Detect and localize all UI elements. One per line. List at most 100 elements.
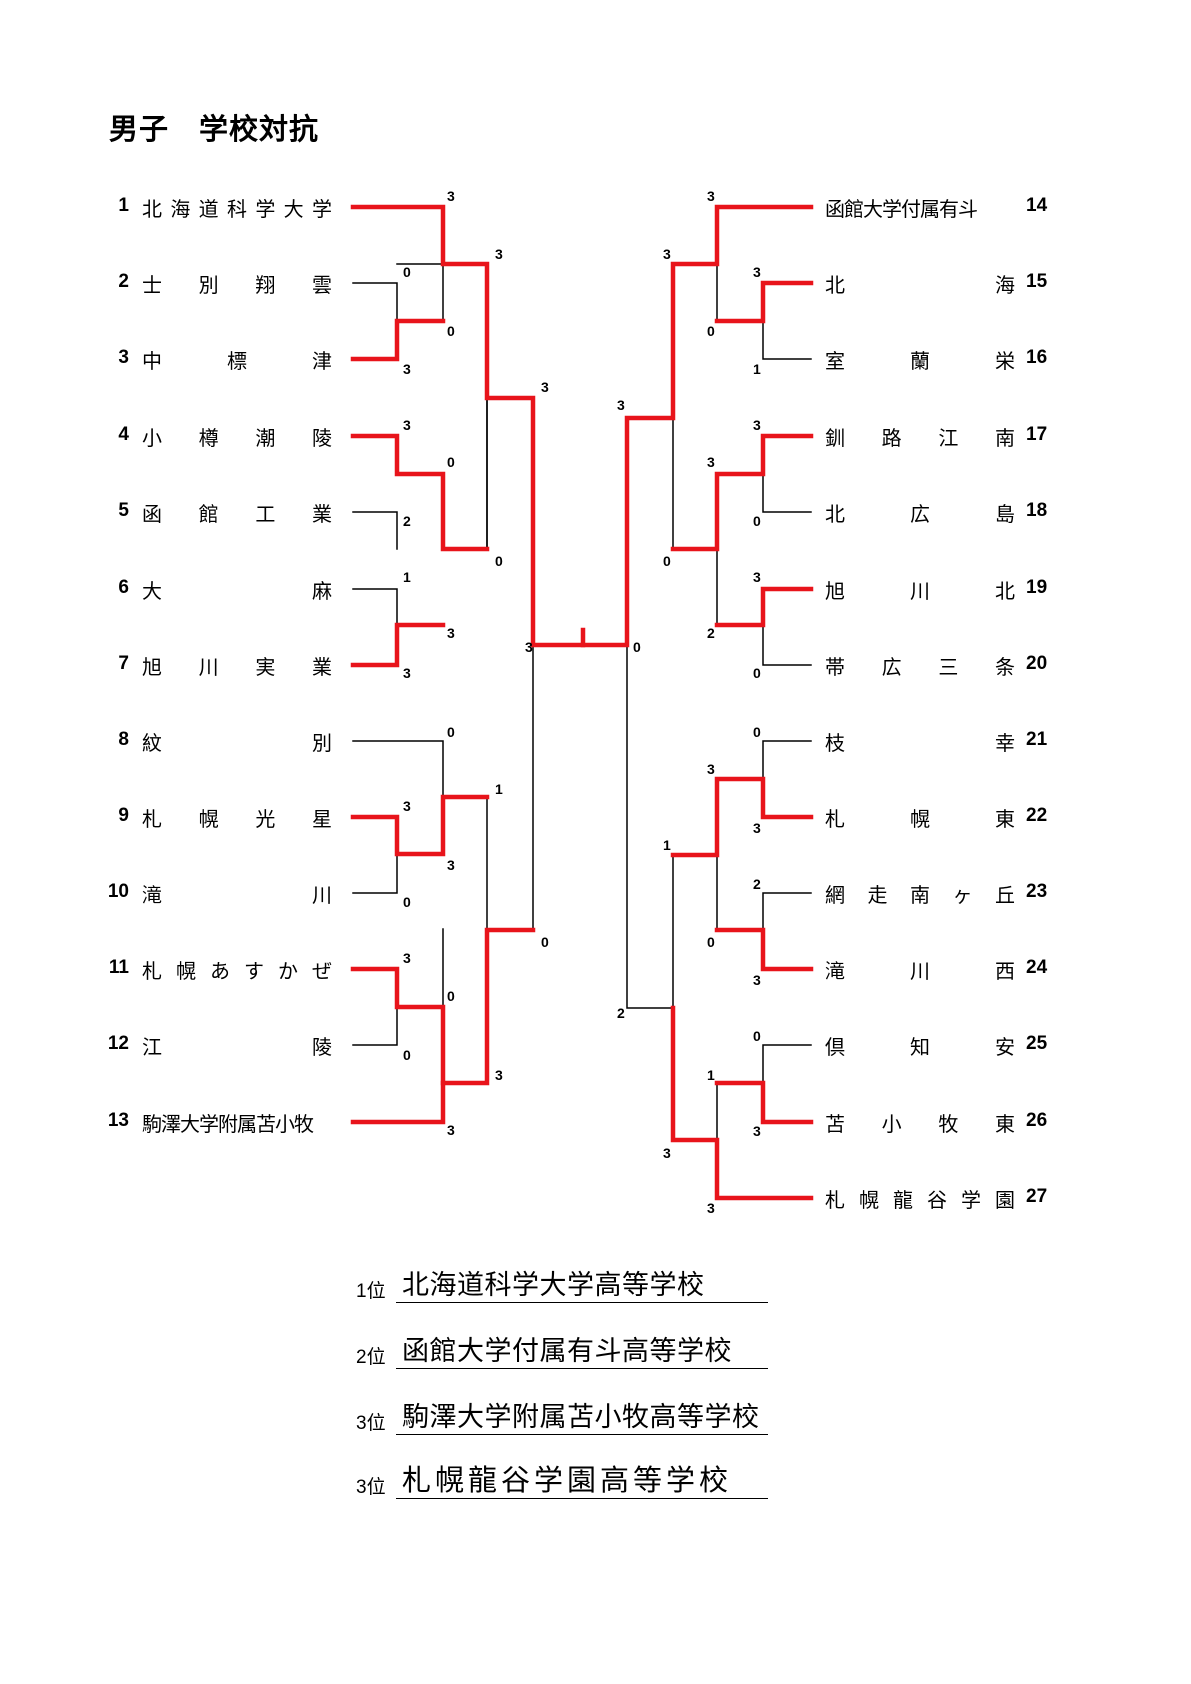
team-name-char: 工 [255, 503, 276, 526]
team-name-char: 帯 [825, 656, 845, 679]
match-score: 3 [541, 379, 549, 395]
team-name-char: 幌 [910, 808, 930, 831]
team-name-char: 路 [881, 427, 902, 450]
match-score: 3 [753, 972, 761, 988]
rank-school: 函館大学付属有斗高等学校 [396, 1334, 768, 1369]
team-name-char: 南 [910, 884, 930, 907]
team-name-char: 学 [311, 198, 332, 221]
team-name-char: 札 [825, 808, 845, 831]
team-name-char: 駒澤大学附属苫小牧 [142, 1113, 314, 1136]
team-name-char: 枝 [825, 732, 845, 755]
left-team-name: 士別翔雲 [142, 270, 332, 297]
team-name-char: 科 [226, 198, 247, 221]
right-team-name: 釧路江南 [825, 423, 1015, 450]
match-score: 3 [403, 950, 411, 966]
right-team-name: 網走南ヶ丘 [825, 880, 1015, 907]
team-name-char: 広 [910, 503, 930, 526]
right-seed-number: 22 [1026, 805, 1048, 826]
match-score: 0 [753, 724, 761, 740]
team-name-char: 東 [994, 1113, 1015, 1136]
left-team-name: 北海道科学大学 [142, 194, 332, 221]
tournament-bracket: 3300333020133301330030033333013330032000… [350, 188, 814, 1216]
team-name-char: 北 [142, 198, 162, 221]
right-seed-number: 18 [1026, 500, 1048, 521]
match-score: 2 [707, 625, 715, 641]
match-score: 3 [447, 1122, 455, 1138]
match-score: 0 [447, 454, 455, 470]
team-name-char: 津 [312, 350, 332, 373]
match-score: 0 [495, 553, 503, 569]
match-score: 3 [753, 417, 761, 433]
team-name-char: 安 [995, 1036, 1015, 1059]
match-score: 3 [663, 1145, 671, 1161]
right-seed-number: 17 [1026, 424, 1048, 445]
team-name-char: 別 [312, 732, 332, 755]
match-score: 3 [753, 569, 761, 585]
team-name-char: 室 [825, 350, 845, 373]
left-seed-number: 8 [118, 729, 129, 750]
match-score: 3 [525, 639, 533, 655]
team-name-char: 樽 [198, 427, 219, 450]
match-score: 0 [403, 264, 411, 280]
match-score: 0 [753, 1028, 761, 1044]
team-name-char: 滝 [142, 884, 162, 907]
right-team-name: 札幌東 [825, 804, 1015, 831]
team-name-char: 学 [255, 198, 276, 221]
rank-row: 3位札幌龍谷学園高等学校 [356, 1464, 768, 1499]
team-name-char: 標 [227, 350, 247, 373]
left-team-name: 駒澤大学附属苫小牧 [142, 1109, 332, 1136]
team-name-char: 実 [255, 656, 276, 679]
team-name-char: あ [210, 960, 230, 983]
rank-place: 3位 [356, 1477, 386, 1498]
right-team-name: 室蘭栄 [825, 346, 1015, 373]
team-name-char: す [244, 960, 264, 983]
team-name-char: 蘭 [910, 350, 930, 373]
team-name-char: 麻 [312, 580, 332, 603]
match-score: 2 [753, 876, 761, 892]
team-name-char: 小 [142, 427, 162, 450]
team-name-char: 雲 [311, 274, 332, 297]
team-name-char: 業 [311, 656, 332, 679]
match-score: 3 [663, 246, 671, 262]
match-score: 1 [753, 361, 761, 377]
page-title: 男子 学校対抗 [109, 114, 320, 146]
team-name-char: 星 [311, 808, 332, 831]
team-name-char: 翔 [255, 274, 276, 297]
rank-place: 1位 [356, 1281, 386, 1302]
match-score: 1 [403, 569, 411, 585]
team-name-char: 幌 [198, 808, 219, 831]
team-name-char: 条 [994, 656, 1015, 679]
right-seed-number: 25 [1026, 1033, 1048, 1054]
left-team-name: 滝川 [142, 880, 332, 907]
team-name-char: 業 [311, 503, 332, 526]
match-score: 2 [403, 513, 411, 529]
left-team-name: 旭川実業 [142, 652, 332, 679]
rank-row: 2位函館大学付属有斗高等学校 [356, 1334, 768, 1369]
team-name-char: 別 [198, 274, 219, 297]
left-team-name: 小樽潮陵 [142, 423, 332, 450]
match-score: 0 [403, 1047, 411, 1063]
right-team-name: 滝川西 [825, 956, 1015, 983]
right-seed-number: 15 [1026, 271, 1048, 292]
team-name-char: 牧 [938, 1113, 959, 1136]
team-name-char: 川 [910, 580, 930, 603]
team-name-char: 江 [142, 1036, 162, 1059]
team-name-char: 龍 [893, 1189, 913, 1212]
team-name-char: 栄 [995, 350, 1015, 373]
team-name-char: 幌 [176, 960, 196, 983]
left-team-name: 札幌光星 [142, 804, 332, 831]
match-score: 1 [707, 1067, 715, 1083]
score-labels: 3300333020133301330030033333013330032000… [403, 188, 761, 1216]
right-seed-number: 24 [1026, 957, 1048, 978]
match-score: 0 [663, 553, 671, 569]
team-name-char: 函 [142, 503, 162, 526]
right-seed-number: 20 [1026, 653, 1048, 674]
team-name-char: 網 [825, 884, 845, 907]
match-score: 1 [495, 781, 503, 797]
right-seed-number: 21 [1026, 729, 1048, 750]
left-seed-number: 1 [118, 195, 129, 216]
team-name-char: 走 [867, 884, 888, 907]
left-seed-number: 13 [107, 1110, 129, 1131]
right-seed-number: 27 [1026, 1186, 1048, 1207]
right-seed-number: 19 [1026, 577, 1048, 598]
